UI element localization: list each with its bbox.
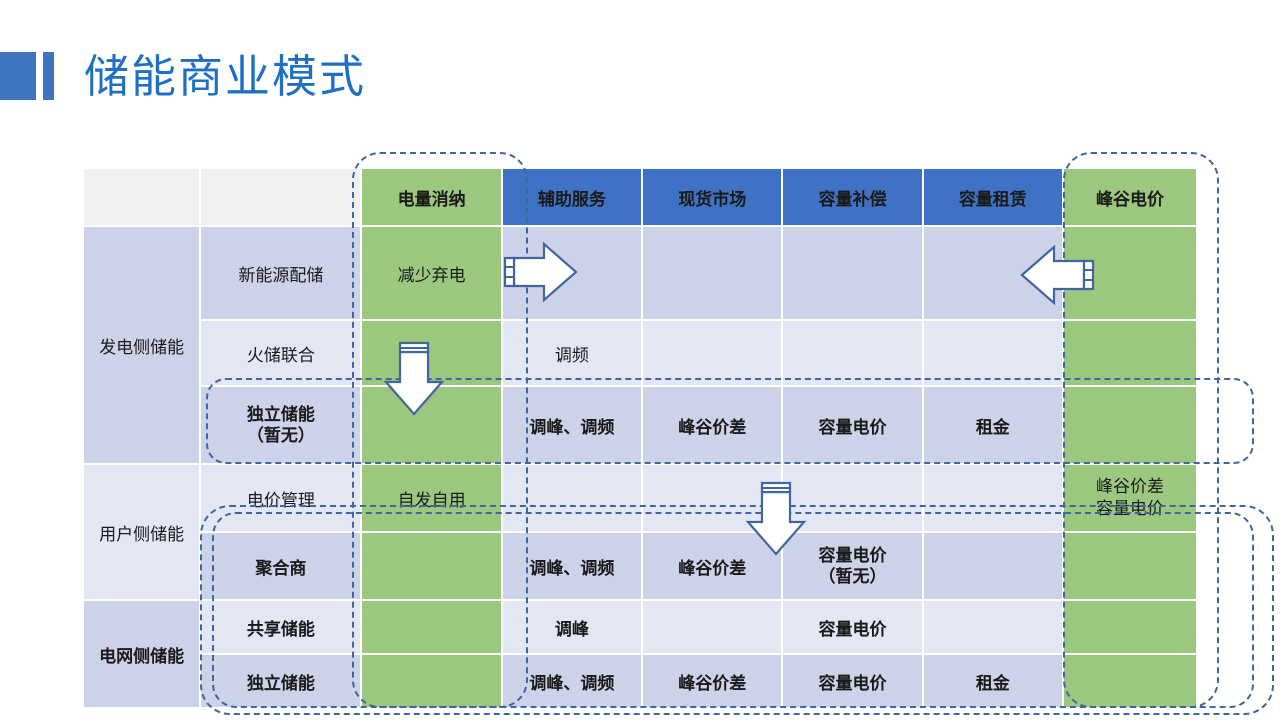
- header-col-peak-valley-price: 峰谷电价: [1063, 169, 1196, 225]
- business-model-matrix: 电量消纳 辅助服务 现货市场 容量补偿 容量租赁 峰谷电价 发电侧储能 新能源配…: [82, 167, 1198, 707]
- cell-r6-spot-market: 峰谷价差: [643, 655, 782, 707]
- table-row: 独立储能 （暂无） 调峰、调频 峰谷价差 容量电价 租金: [84, 387, 1196, 463]
- cell-r0-ancillary-service: [502, 227, 642, 319]
- subrow-label-independent-storage-grid: 独立储能: [201, 655, 361, 707]
- header-corner-blank-1: [84, 169, 200, 225]
- header-col-electricity-absorption: 电量消纳: [362, 169, 501, 225]
- cell-r1-capacity-compensation: [783, 321, 922, 385]
- header-corner-blank-2: [201, 169, 361, 225]
- subrow-label-renewable-allocation: 新能源配储: [201, 227, 361, 319]
- cell-r3-capacity-lease: [923, 465, 1062, 531]
- cell-r5-peak-valley-price: [1063, 601, 1196, 653]
- header-col-spot-market: 现货市场: [643, 169, 782, 225]
- cell-r6-capacity-compensation: 容量电价: [783, 655, 922, 707]
- cell-r4-ancillary-service: 调峰、调频: [502, 533, 642, 599]
- cell-r5-electricity-absorption: [362, 601, 501, 653]
- title-accent-block-large: [0, 52, 36, 100]
- cell-r5-capacity-lease: [923, 601, 1062, 653]
- cell-r3-electricity-absorption: 自发自用: [362, 465, 501, 531]
- cell-r2-spot-market: 峰谷价差: [643, 387, 782, 463]
- table-row: 聚合商 调峰、调频 峰谷价差 容量电价 （暂无）: [84, 533, 1196, 599]
- cell-r2-ancillary-service: 调峰、调频: [502, 387, 642, 463]
- cell-r5-spot-market: [643, 601, 782, 653]
- cell-r1-ancillary-service: 调频: [502, 321, 642, 385]
- cell-r0-capacity-lease: [923, 227, 1062, 319]
- header-col-capacity-compensation: 容量补偿: [783, 169, 922, 225]
- subrow-label-price-management: 电价管理: [201, 465, 361, 531]
- cell-r3-peak-valley-price: 峰谷价差 容量电价: [1063, 465, 1196, 531]
- cell-r6-capacity-lease: 租金: [923, 655, 1062, 707]
- cell-r4-peak-valley-price: [1063, 533, 1196, 599]
- cell-r5-ancillary-service: 调峰: [502, 601, 642, 653]
- matrix-table: 电量消纳 辅助服务 现货市场 容量补偿 容量租赁 峰谷电价 发电侧储能 新能源配…: [82, 167, 1198, 709]
- title-accent-block-small: [43, 52, 54, 100]
- table-row: 电网侧储能 共享储能 调峰 容量电价: [84, 601, 1196, 707]
- cell-r5-capacity-compensation: 容量电价: [783, 601, 922, 653]
- cell-r4-electricity-absorption: [362, 533, 501, 599]
- cell-r2-capacity-lease: 租金: [923, 387, 1062, 463]
- subrow-label-thermal-storage-combo: 火储联合: [201, 321, 361, 385]
- cell-r0-capacity-compensation: [783, 227, 922, 319]
- cell-r3-capacity-compensation: [783, 465, 922, 531]
- cell-r6-electricity-absorption: [362, 655, 501, 707]
- group-label-generation-side: 发电侧储能: [84, 227, 200, 463]
- cell-r2-electricity-absorption: [362, 387, 501, 463]
- cell-r1-electricity-absorption: [362, 321, 501, 385]
- cell-r0-electricity-absorption: 减少弃电: [362, 227, 501, 319]
- cell-r1-capacity-lease: [923, 321, 1062, 385]
- cell-r2-capacity-compensation: 容量电价: [783, 387, 922, 463]
- group-label-grid-side: 电网侧储能: [84, 601, 200, 707]
- table-row: 独立储能 调峰、调频 峰谷价差 容量电价 租金: [84, 655, 1196, 707]
- cell-r4-spot-market: 峰谷价差: [643, 533, 782, 599]
- table-row: 发电侧储能 新能源配储 减少弃电: [84, 227, 1196, 463]
- cell-r6-ancillary-service: 调峰、调频: [502, 655, 642, 707]
- cell-r0-peak-valley-price: [1063, 227, 1196, 319]
- subrow-label-aggregator: 聚合商: [201, 533, 361, 599]
- page-title: 储能商业模式: [84, 49, 367, 103]
- table-row: 用户侧储能 电价管理 自发自用 峰谷价差 容量电价: [84, 465, 1196, 599]
- subrow-label-independent-storage-gen: 独立储能 （暂无）: [201, 387, 361, 463]
- table-row: 火储联合 调频: [84, 321, 1196, 385]
- group-label-user-side: 用户侧储能: [84, 465, 200, 599]
- header-col-capacity-lease: 容量租赁: [923, 169, 1062, 225]
- title-accent-gap: [36, 52, 43, 100]
- cell-r1-peak-valley-price: [1063, 321, 1196, 385]
- cell-r6-peak-valley-price: [1063, 655, 1196, 707]
- table-header-row: 电量消纳 辅助服务 现货市场 容量补偿 容量租赁 峰谷电价: [84, 169, 1196, 225]
- cell-r3-ancillary-service: [502, 465, 642, 531]
- cell-r3-spot-market: [643, 465, 782, 531]
- header-col-ancillary-service: 辅助服务: [502, 169, 642, 225]
- cell-r4-capacity-lease: [923, 533, 1062, 599]
- cell-r1-spot-market: [643, 321, 782, 385]
- cell-r4-capacity-compensation: 容量电价 （暂无）: [783, 533, 922, 599]
- subrow-label-shared-storage: 共享储能: [201, 601, 361, 653]
- slide-title-bar: 储能商业模式: [0, 52, 366, 100]
- cell-r0-spot-market: [643, 227, 782, 319]
- cell-r2-peak-valley-price: [1063, 387, 1196, 463]
